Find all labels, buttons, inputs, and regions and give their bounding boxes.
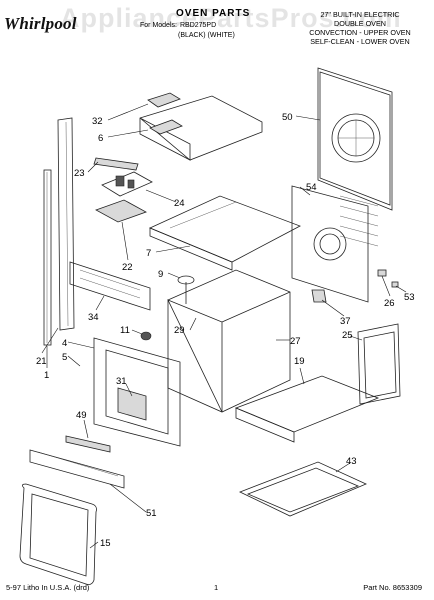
part-37-hinge <box>311 289 327 303</box>
callout-21: 21 <box>36 356 47 367</box>
description-line-3: CONVECTION - UPPER OVEN <box>309 28 411 37</box>
watermark-text: AppliancePartsPros.com <box>60 3 402 33</box>
callout-37: 37 <box>340 316 351 327</box>
part-1-side-trim <box>43 169 52 346</box>
model-prefix: For Models: <box>140 22 177 29</box>
callout-24: 24 <box>174 198 185 209</box>
part-23-bracket <box>93 157 139 171</box>
callout-6: 6 <box>98 133 103 144</box>
callout-15: 15 <box>100 538 111 549</box>
callout-31: 31 <box>116 376 127 387</box>
callout-51: 51 <box>146 508 157 519</box>
callout-23: 23 <box>74 168 85 179</box>
footer-page-number: 1 <box>214 583 219 592</box>
model-line: For Models:RBD275PD <box>140 22 219 29</box>
callout-9: 9 <box>158 269 163 280</box>
part-22-board <box>95 199 147 223</box>
callout-53: 53 <box>404 292 415 303</box>
part-9-vent <box>177 275 195 304</box>
callout-22: 22 <box>122 262 133 273</box>
footer-part-number: Part No. 8653309 <box>363 583 422 592</box>
callout-25: 25 <box>342 330 353 341</box>
appliance-description: 27" BUILT-IN ELECTRIC DOUBLE OVEN CONVEC… <box>300 10 420 46</box>
callout-5: 5 <box>62 352 67 363</box>
part-5-door-frame <box>93 337 181 447</box>
callout-19: 19 <box>294 356 305 367</box>
part-43-drawer <box>238 461 367 517</box>
leader-lines <box>41 103 407 549</box>
part-7-top-cover <box>148 195 301 271</box>
model-numbers: RBD275PD <box>179 22 217 29</box>
part-21-side-trim <box>57 117 75 331</box>
callout-32: 32 <box>92 116 103 127</box>
part-54-convection-fan <box>291 185 379 303</box>
part-50-rear-panel <box>317 67 393 211</box>
callout-1: 1 <box>44 370 49 381</box>
part-32-label <box>147 92 181 108</box>
brand-logo: Whirlpool <box>4 14 77 33</box>
callout-50: 50 <box>282 112 293 123</box>
part-11-screw <box>140 331 152 341</box>
callout-49: 49 <box>76 410 87 421</box>
description-line-2: DOUBLE OVEN <box>334 19 386 28</box>
callout-54: 54 <box>306 182 317 193</box>
color-line: (BLACK) (WHITE) <box>178 32 235 39</box>
description-line-1: 27" BUILT-IN ELECTRIC <box>320 10 400 19</box>
part-26-clip <box>377 269 387 277</box>
callout-43: 43 <box>346 456 357 467</box>
page-title: OVEN PARTS <box>176 8 251 19</box>
part-25-back-panel <box>357 323 401 405</box>
callout-7: 7 <box>146 248 151 259</box>
part-34-control-panel <box>69 261 151 311</box>
part-49-handle <box>65 435 111 453</box>
callout-numbers: 32 6 50 23 24 54 7 22 9 34 26 53 11 29 3… <box>36 112 415 549</box>
part-51-door <box>29 449 125 489</box>
part-19-broil-pan <box>234 375 380 443</box>
part-53-clip <box>391 281 399 288</box>
callout-29: 29 <box>174 325 185 336</box>
part-24-components <box>101 171 153 197</box>
description-line-4: SELF-CLEAN - LOWER OVEN <box>310 37 410 46</box>
callout-34: 34 <box>88 312 99 323</box>
callout-11: 11 <box>120 325 130 336</box>
callout-27: 27 <box>290 336 301 347</box>
callout-4: 4 <box>62 338 67 349</box>
part-15-gasket <box>19 483 97 585</box>
part-31-window <box>117 387 147 421</box>
part-6-top-panel <box>139 95 263 161</box>
footer-litho: 5-97 Litho In U.S.A. (drd) <box>6 583 90 592</box>
callout-26: 26 <box>384 298 395 309</box>
